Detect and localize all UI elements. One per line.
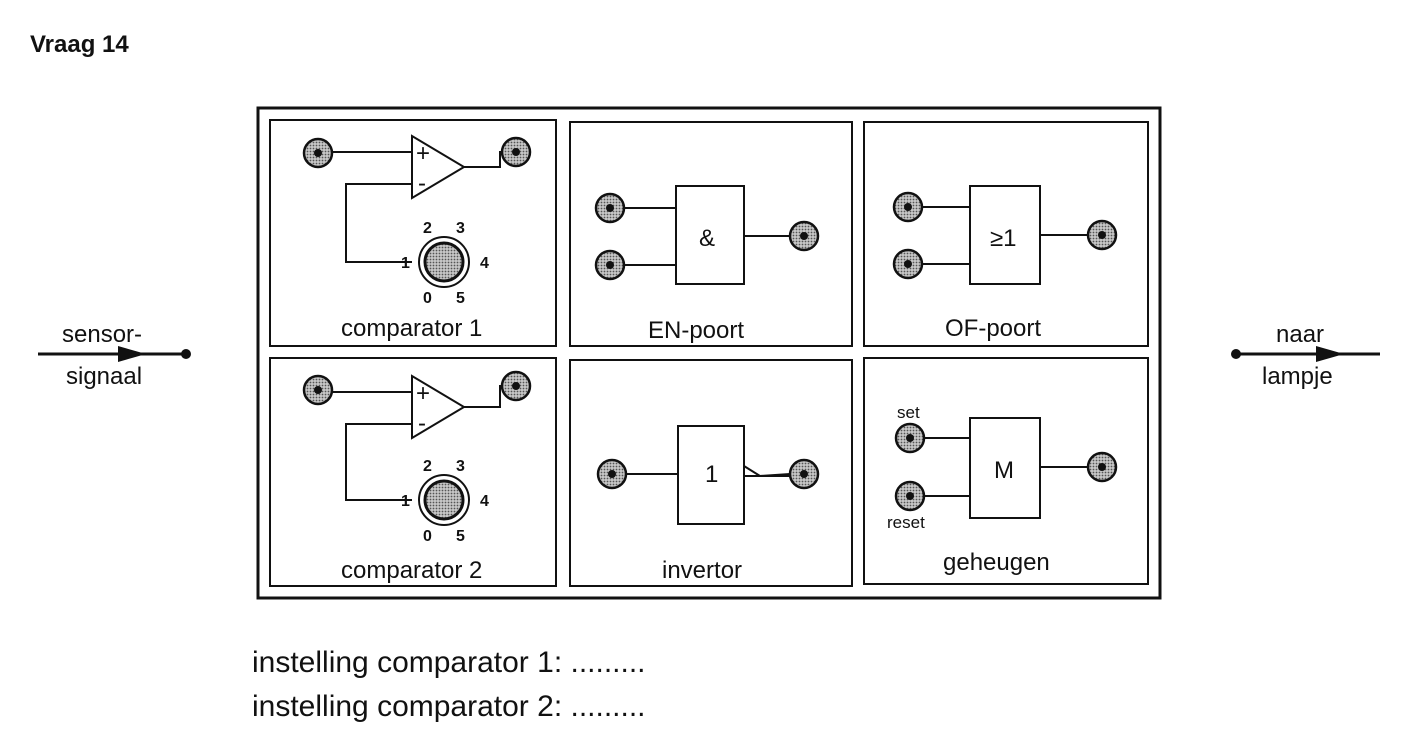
lamp-output: naar lampje (1231, 321, 1380, 390)
module-label: invertor (662, 557, 742, 584)
and-gate-icon (675, 185, 745, 285)
en-poort-module: & EN-poort (594, 185, 820, 344)
of-poort-frame (863, 121, 1149, 347)
question-comparator1: instelling comparator 1: ......... (252, 646, 646, 679)
en-poort-frame (569, 121, 853, 347)
arrow-icon (1316, 346, 1344, 362)
memory-symbol: M (994, 457, 1014, 484)
invertor-module: 1 invertor (596, 425, 820, 584)
gate-symbol: ≥1 (990, 225, 1017, 252)
dial-knob[interactable] (423, 479, 465, 521)
module-label: geheugen (943, 549, 1050, 576)
dial-mark-0: 0 (423, 290, 432, 307)
dial-mark-5: 5 (456, 528, 465, 545)
plus-sign: + (416, 140, 430, 167)
output-terminal[interactable] (1231, 349, 1241, 359)
opamp-icon (411, 374, 466, 440)
geheugen-frame (863, 357, 1149, 585)
input-terminal[interactable] (181, 349, 191, 359)
dial-mark-3: 3 (456, 458, 465, 475)
minus-sign: - (418, 410, 426, 437)
question-title: Vraag 14 (30, 31, 129, 58)
dial-scale (418, 236, 470, 288)
gate-symbol: & (699, 225, 715, 252)
invertor-frame (569, 359, 853, 587)
module-label: comparator 2 (341, 557, 482, 584)
set-label: set (897, 403, 920, 422)
of-poort-module: ≥1 OF-poort (892, 185, 1118, 342)
sensor-label-line1: sensor- (62, 321, 142, 348)
output-label-line1: naar (1276, 321, 1324, 348)
comparator2-module: + - 2 3 1 4 0 5 comparator 2 (302, 370, 532, 584)
output-label-line2: lampje (1262, 363, 1333, 390)
question-comparator2: instelling comparator 2: ......... (252, 690, 646, 723)
dial-mark-2: 2 (423, 220, 432, 237)
dial-knob[interactable] (423, 241, 465, 283)
comparator2-frame (269, 357, 557, 587)
system-board (256, 106, 1162, 600)
comparator1-frame (269, 119, 557, 347)
dial-mark-2: 2 (423, 458, 432, 475)
dial-mark-4: 4 (480, 493, 489, 510)
module-label: comparator 1 (341, 315, 482, 342)
or-gate-icon (969, 185, 1041, 285)
sensor-label-line2: signaal (66, 363, 142, 390)
dial-scale (418, 474, 470, 526)
dial-mark-0: 0 (423, 528, 432, 545)
memory-block-icon (969, 417, 1041, 519)
dial-mark-1: 1 (401, 493, 410, 510)
dial-mark-3: 3 (456, 220, 465, 237)
opamp-icon (411, 134, 466, 200)
reset-label: reset (887, 513, 925, 532)
gate-symbol: 1 (705, 461, 718, 488)
module-label: OF-poort (945, 315, 1041, 342)
geheugen-module: M set reset geheugen (887, 403, 1118, 576)
plus-sign: + (416, 380, 430, 407)
minus-sign: - (418, 170, 426, 197)
arrow-icon (118, 346, 146, 362)
not-gate-icon (677, 425, 745, 525)
dial-mark-4: 4 (480, 255, 489, 272)
module-label: EN-poort (648, 317, 744, 344)
dial-mark-1: 1 (401, 255, 410, 272)
sensor-signal-input: sensor- signaal (38, 321, 191, 390)
comparator1-module: + - 2 3 1 4 0 5 comparator 1 (302, 134, 532, 342)
dial-mark-5: 5 (456, 290, 465, 307)
